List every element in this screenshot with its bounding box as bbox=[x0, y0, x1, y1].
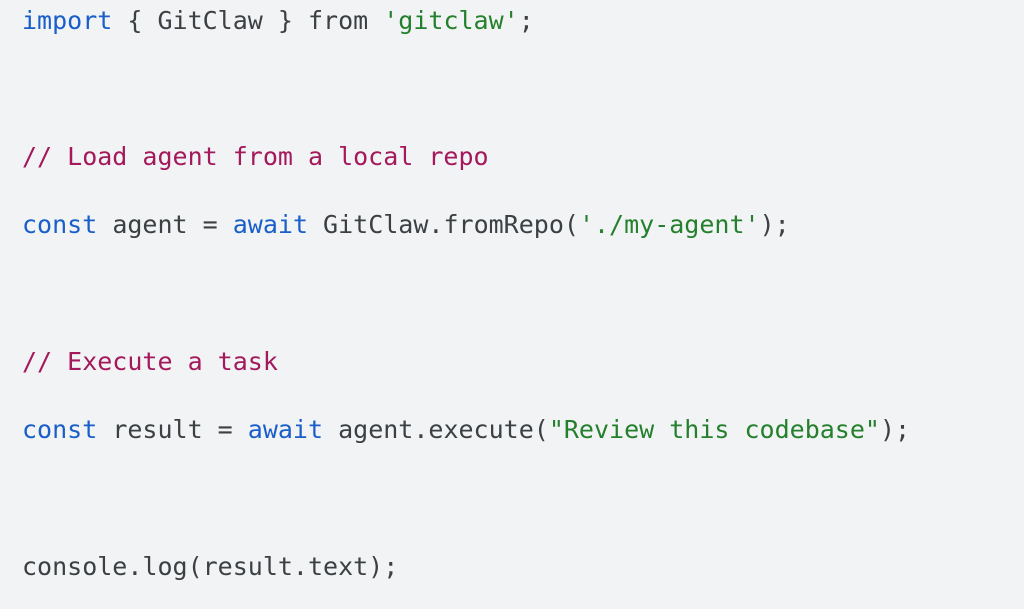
keyword-import: import bbox=[22, 6, 113, 35]
code-line-import: import { GitClaw } from 'gitclaw'; bbox=[22, 4, 534, 38]
code-text: result = bbox=[97, 415, 248, 444]
code-text: agent = bbox=[97, 210, 233, 239]
code-text: ; bbox=[518, 6, 534, 35]
string-literal: "Review this codebase" bbox=[548, 415, 880, 444]
code-line-const-agent: const agent = await GitClaw.fromRepo('./… bbox=[22, 208, 790, 242]
code-line-console-log: console.log(result.text); bbox=[22, 550, 398, 584]
code-text: GitClaw.fromRepo( bbox=[308, 210, 579, 239]
keyword-await: await bbox=[247, 415, 324, 444]
keyword-const: const bbox=[22, 415, 98, 444]
code-text: ); bbox=[879, 415, 911, 444]
string-literal: 'gitclaw' bbox=[383, 6, 519, 35]
code-line-comment-load: // Load agent from a local repo bbox=[22, 140, 489, 174]
code-comment: // Load agent from a local repo bbox=[22, 142, 489, 171]
code-line-comment-execute: // Execute a task bbox=[22, 345, 278, 379]
code-text: console.log(result.text); bbox=[22, 552, 399, 581]
code-line-const-result: const result = await agent.execute("Revi… bbox=[22, 413, 910, 447]
keyword-const: const bbox=[22, 210, 98, 239]
string-literal: './my-agent' bbox=[578, 210, 760, 239]
keyword-await: await bbox=[232, 210, 308, 239]
code-text: ); bbox=[759, 210, 790, 239]
code-comment: // Execute a task bbox=[22, 347, 278, 376]
code-text: { GitClaw } from bbox=[112, 6, 384, 35]
code-text: agent.execute( bbox=[323, 415, 549, 444]
